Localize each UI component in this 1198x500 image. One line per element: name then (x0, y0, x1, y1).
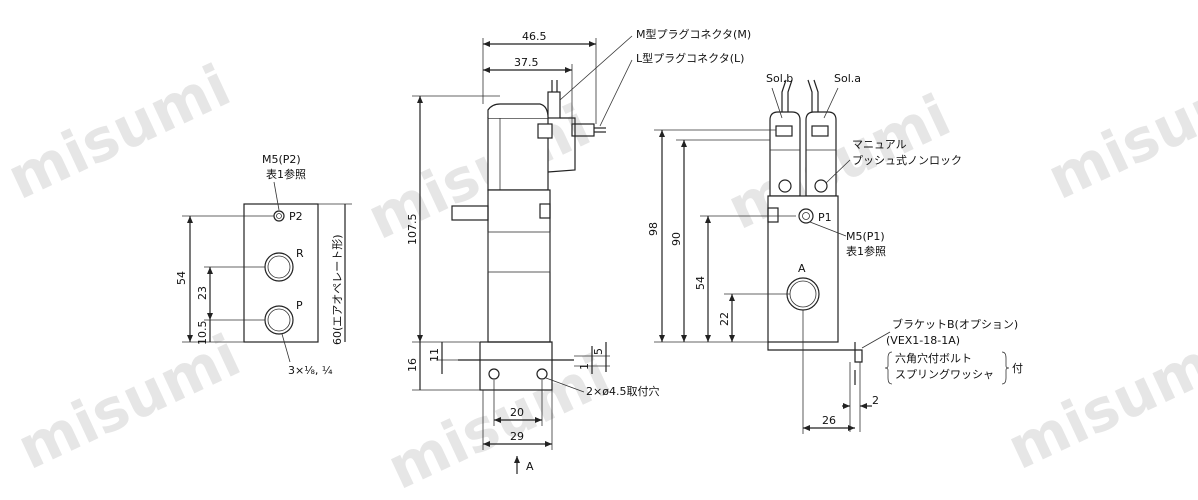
connector-l (571, 123, 595, 137)
dim-26: 26 (822, 414, 836, 427)
dim-107-5: 107.5 (406, 214, 419, 246)
port-p1-note: 表1参照 (846, 244, 886, 258)
dim-29: 29 (510, 430, 524, 443)
dim-23: 23 (196, 286, 209, 300)
bracket-label-1: ブラケットB(オプション) (892, 317, 1018, 331)
dim-54: 54 (175, 271, 188, 285)
dim-11: 11 (428, 348, 441, 362)
dim-16: 16 (406, 358, 419, 372)
bracket-b (767, 342, 863, 363)
manual-button-side (451, 205, 489, 221)
sol-a-label: Sol.a (834, 72, 861, 85)
dim-5: 5 (592, 348, 605, 355)
manual-button-b (778, 179, 792, 193)
connector-m (547, 91, 561, 119)
dim-54-right: 54 (694, 276, 707, 290)
right-view: Sol.b Sol.a マニュアル プッシュ式ノンロック P1 M5(P1) 表… (647, 72, 1023, 434)
bracket-label-3: 六角穴付ボルト (895, 351, 972, 365)
watermark-text-7: misumi (997, 321, 1198, 483)
port-size: 3×⅛, ¼ (288, 364, 333, 377)
label-p1: P1 (818, 211, 832, 224)
bracket-label-4: スプリングワッシャ (895, 367, 994, 381)
solenoid-b (769, 111, 801, 197)
manual-button-a (814, 179, 828, 193)
watermark-text-1: misumi (0, 51, 240, 213)
bracket-label-2: (VEX1-18-1A) (886, 334, 960, 347)
label-r: R (296, 247, 304, 260)
center-valve-body (487, 189, 551, 343)
connector-l-label: L型プラグコネクタ(L) (636, 51, 744, 65)
label-a: A (798, 262, 806, 275)
label-p2: P2 (289, 210, 303, 223)
left-view: M5(P2) 表1参照 P2 R P 54 23 10.5 60(エアオペレート… (175, 153, 352, 377)
port-p2-label: M5(P2) (262, 153, 301, 166)
dim-37-5: 37.5 (514, 56, 539, 69)
mount-holes-label: 2×ø4.5取付穴 (586, 384, 659, 398)
sol-b-label: Sol.b (766, 72, 793, 85)
solenoid-a (805, 111, 837, 197)
dim-60-air: 60(エアオペレート形) (331, 234, 344, 345)
manual-label-1: マニュアル (852, 138, 907, 151)
bracket-plate (479, 359, 553, 391)
mount-hole-1 (488, 368, 500, 380)
watermark-text-4: misumi (1037, 51, 1198, 213)
dim-10-5: 10.5 (196, 321, 209, 346)
center-view: 46.5 37.5 M型プラグコネクタ(M) L型プラグコネクタ(L) 107.… (406, 27, 751, 474)
dim-22: 22 (718, 312, 731, 326)
left-valve-body (243, 203, 319, 343)
dim-90: 90 (670, 232, 683, 246)
dim-1: 1 (578, 363, 591, 370)
connector-m-label: M型プラグコネクタ(M) (636, 27, 751, 41)
port-p2-note: 表1参照 (266, 167, 306, 181)
port-p1-circle (798, 208, 814, 224)
dim-2: 2 (872, 394, 879, 407)
watermark-text-2: misumi (357, 91, 600, 253)
label-p: P (296, 299, 303, 312)
mount-hole-2 (536, 368, 548, 380)
bracket-label-5: 付 (1012, 362, 1023, 375)
port-p1-label: M5(P1) (846, 230, 885, 243)
watermark-text-5: misumi (7, 321, 250, 483)
dim-46-5: 46.5 (522, 30, 547, 43)
dim-98: 98 (647, 222, 660, 236)
dim-20: 20 (510, 406, 524, 419)
view-a-label: A (526, 460, 534, 473)
manual-label-2: プッシュ式ノンロック (852, 154, 962, 167)
